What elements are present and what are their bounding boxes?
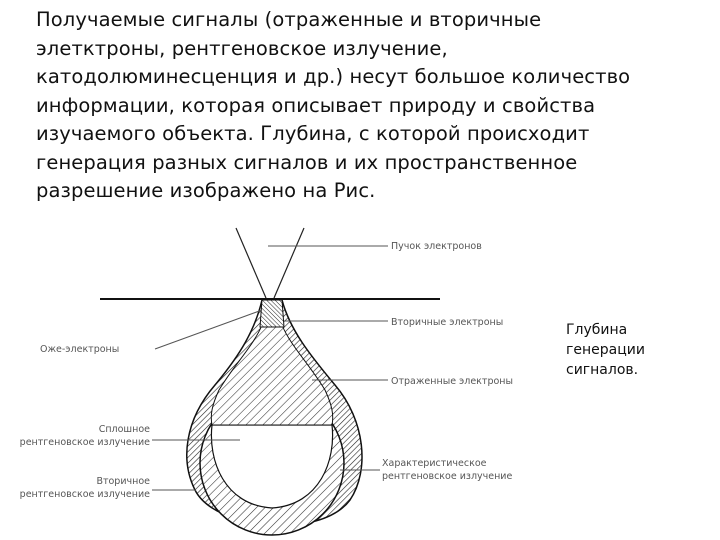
label-continuous-xray-2: рентгеновское излучение bbox=[20, 437, 150, 448]
auger-electrons-leader bbox=[154, 309, 263, 350]
label-beam: Пучок электронов bbox=[391, 241, 482, 252]
electron-beam bbox=[235, 227, 305, 299]
label-characteristic-xray-1: Характеристическое bbox=[382, 458, 487, 469]
label-secondary-electrons: Вторичные электроны bbox=[391, 317, 503, 328]
reflected-electrons-upper bbox=[210, 324, 334, 426]
label-secondary-xray-1: Вторичное bbox=[96, 476, 150, 487]
reflected-electrons-zone bbox=[210, 424, 334, 509]
label-characteristic-xray-2: рентгеновское излучение bbox=[382, 471, 512, 482]
label-secondary-xray-2: рентгеновское излучение bbox=[20, 489, 150, 500]
slide-paragraph: Получаемые сигналы (отраженные и вторичн… bbox=[36, 8, 631, 202]
label-reflected-electrons: Отраженные электроны bbox=[391, 376, 513, 387]
secondary-electrons-zone bbox=[259, 299, 285, 328]
label-auger-electrons: Оже-электроны bbox=[40, 344, 119, 355]
label-continuous-xray-1: Сплошное bbox=[99, 424, 150, 435]
side-caption: Глубина генерации сигналов. bbox=[566, 322, 645, 378]
